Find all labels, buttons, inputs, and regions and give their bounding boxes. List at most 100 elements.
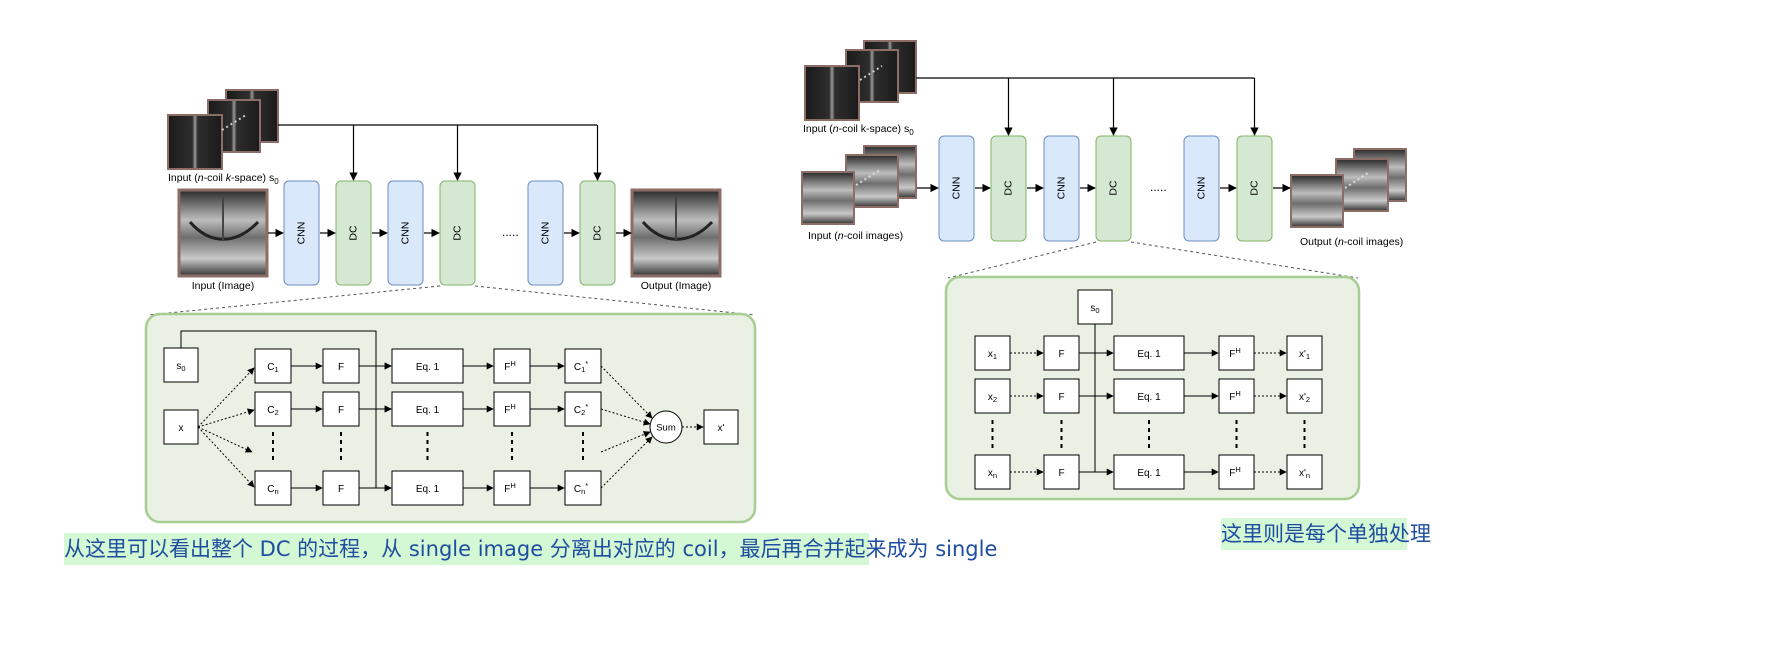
left-ellipsis: ..... (502, 225, 519, 239)
right-dc-block-2: DC (1095, 135, 1132, 242)
svg-text:C1*: C1* (574, 359, 588, 374)
left-node-eq1: Eq. 1 (391, 348, 464, 384)
right-input-label: Input (n-coil images) (808, 230, 903, 242)
right-cnn-block-2: CNN (1043, 135, 1080, 242)
right-node-fh1: FH (1218, 335, 1255, 371)
svg-text:CNN: CNN (950, 177, 962, 200)
svg-text:F: F (1058, 468, 1064, 479)
svg-text:FH: FH (504, 402, 516, 416)
right-node-eq2: Eq. 1 (1113, 378, 1185, 414)
left-node-x: x (163, 409, 199, 445)
left-node-fhn: FH (493, 470, 531, 506)
svg-text:F: F (338, 484, 344, 495)
svg-text:x'n: x'n (1299, 468, 1310, 480)
left-node-c2: C2 (254, 391, 292, 427)
svg-text:x: x (179, 423, 184, 434)
svg-text:FH: FH (1229, 465, 1241, 479)
svg-text:Eq. 1: Eq. 1 (416, 484, 440, 495)
left-zoom-lines (147, 285, 756, 316)
left-detail-arrows (180, 330, 565, 492)
svg-text:DC: DC (1248, 180, 1260, 196)
svg-text:CNN: CNN (399, 222, 411, 245)
left-node-cn-star: Cn* (564, 470, 602, 506)
right-ellipsis: ..... (1150, 180, 1167, 194)
svg-text:Sum: Sum (656, 423, 676, 434)
svg-text:xn: xn (988, 468, 997, 480)
left-node-xprime: x' (703, 409, 739, 445)
right-detail-dotted-arrows (1010, 349, 1287, 476)
svg-text:C2*: C2* (574, 402, 588, 417)
left-detail-dotted-arrows (197, 365, 704, 489)
right-dc-block-3: DC (1236, 135, 1273, 242)
right-output-images (1290, 148, 1407, 228)
left-output-image (630, 188, 722, 278)
right-input-images (801, 145, 917, 225)
left-diagram: Input (n-coil k-space) s0 Input (Image) … (144, 89, 757, 524)
svg-text:CNN: CNN (539, 222, 551, 245)
svg-text:CNN: CNN (1195, 177, 1207, 200)
left-node-fn: F (322, 470, 360, 506)
svg-text:FH: FH (1229, 346, 1241, 360)
svg-text:Eq. 1: Eq. 1 (416, 405, 440, 416)
left-input-image (177, 188, 269, 278)
left-input-label: Input (Image) (192, 280, 254, 292)
left-node-eq2: Eq. 1 (391, 391, 464, 427)
svg-text:s0: s0 (1090, 303, 1099, 315)
left-cnn-block-1: CNN (283, 180, 320, 286)
right-diagram: Input (n-coil k-space) s0 Input (n-coil … (801, 40, 1407, 501)
left-output-label: Output (Image) (641, 280, 712, 292)
right-kspace-label: Input (n-coil k-space) s0 (803, 123, 914, 137)
svg-text:Eq. 1: Eq. 1 (1137, 468, 1161, 479)
svg-text:DC: DC (1002, 180, 1014, 196)
left-node-c2-star: C2* (564, 391, 602, 427)
left-dc-block-3: DC (579, 180, 616, 286)
svg-text:x': x' (718, 423, 725, 434)
right-node-eq1: Eq. 1 (1113, 335, 1185, 371)
right-cnn-block-1: CNN (938, 135, 975, 242)
left-node-f1: F (322, 348, 360, 384)
left-node-eqn: Eq. 1 (391, 470, 464, 506)
left-detail: s0 x C1 C2 Cn F F F Eq. 1 Eq. 1 Eq. 1 FH… (163, 330, 739, 506)
right-node-eqn: Eq. 1 (1113, 454, 1185, 490)
right-node-xp2: x'2 (1286, 378, 1323, 414)
left-dc-block-2: DC (439, 180, 476, 286)
right-node-xpn: x'n (1286, 454, 1323, 490)
right-dc-block-1: DC (990, 135, 1027, 242)
svg-text:Cn: Cn (267, 484, 278, 496)
svg-text:C1: C1 (267, 362, 278, 374)
svg-text:x2: x2 (988, 392, 997, 404)
svg-text:FH: FH (504, 359, 516, 373)
right-node-f1: F (1043, 335, 1080, 371)
left-node-sum: Sum (649, 410, 683, 444)
left-dc-block-1: DC (335, 180, 372, 286)
left-node-s0: s0 (163, 347, 199, 383)
svg-text:CNN: CNN (295, 222, 307, 245)
svg-text:F: F (1058, 349, 1064, 360)
left-node-fh1: FH (493, 348, 531, 384)
right-cnn-block-3: CNN (1183, 135, 1220, 242)
svg-text:s0: s0 (176, 361, 185, 373)
svg-text:C2: C2 (267, 405, 278, 417)
svg-text:F: F (1058, 392, 1064, 403)
svg-text:DC: DC (1107, 180, 1119, 196)
svg-text:F: F (338, 405, 344, 416)
right-node-xp1: x'1 (1286, 335, 1323, 371)
svg-text:FH: FH (1229, 389, 1241, 403)
left-vertical-ellipses (272, 432, 584, 464)
left-kspace-feed-lines (278, 124, 602, 181)
svg-text:CNN: CNN (1055, 177, 1067, 200)
right-detail: s0 x1 x2 xn F F F Eq. 1 Eq. 1 Eq. 1 FH F… (974, 289, 1323, 490)
left-cnn-block-2: CNN (387, 180, 424, 286)
svg-text:F: F (338, 362, 344, 373)
right-annotation-note: 这里则是每个单独处理 (1221, 518, 1431, 550)
right-node-s0: s0 (1077, 289, 1113, 325)
left-cnn-block-3: CNN (527, 180, 564, 286)
svg-text:Eq. 1: Eq. 1 (416, 362, 440, 373)
svg-text:Cn*: Cn* (574, 481, 588, 496)
left-annotation-note: 从这里可以看出整个 DC 的过程，从 single image 分离出对应的 c… (64, 533, 997, 565)
svg-text:DC: DC (347, 225, 359, 241)
left-node-c1-star: C1* (564, 348, 602, 384)
right-node-fh2: FH (1218, 378, 1255, 414)
svg-text:x1: x1 (988, 349, 997, 361)
